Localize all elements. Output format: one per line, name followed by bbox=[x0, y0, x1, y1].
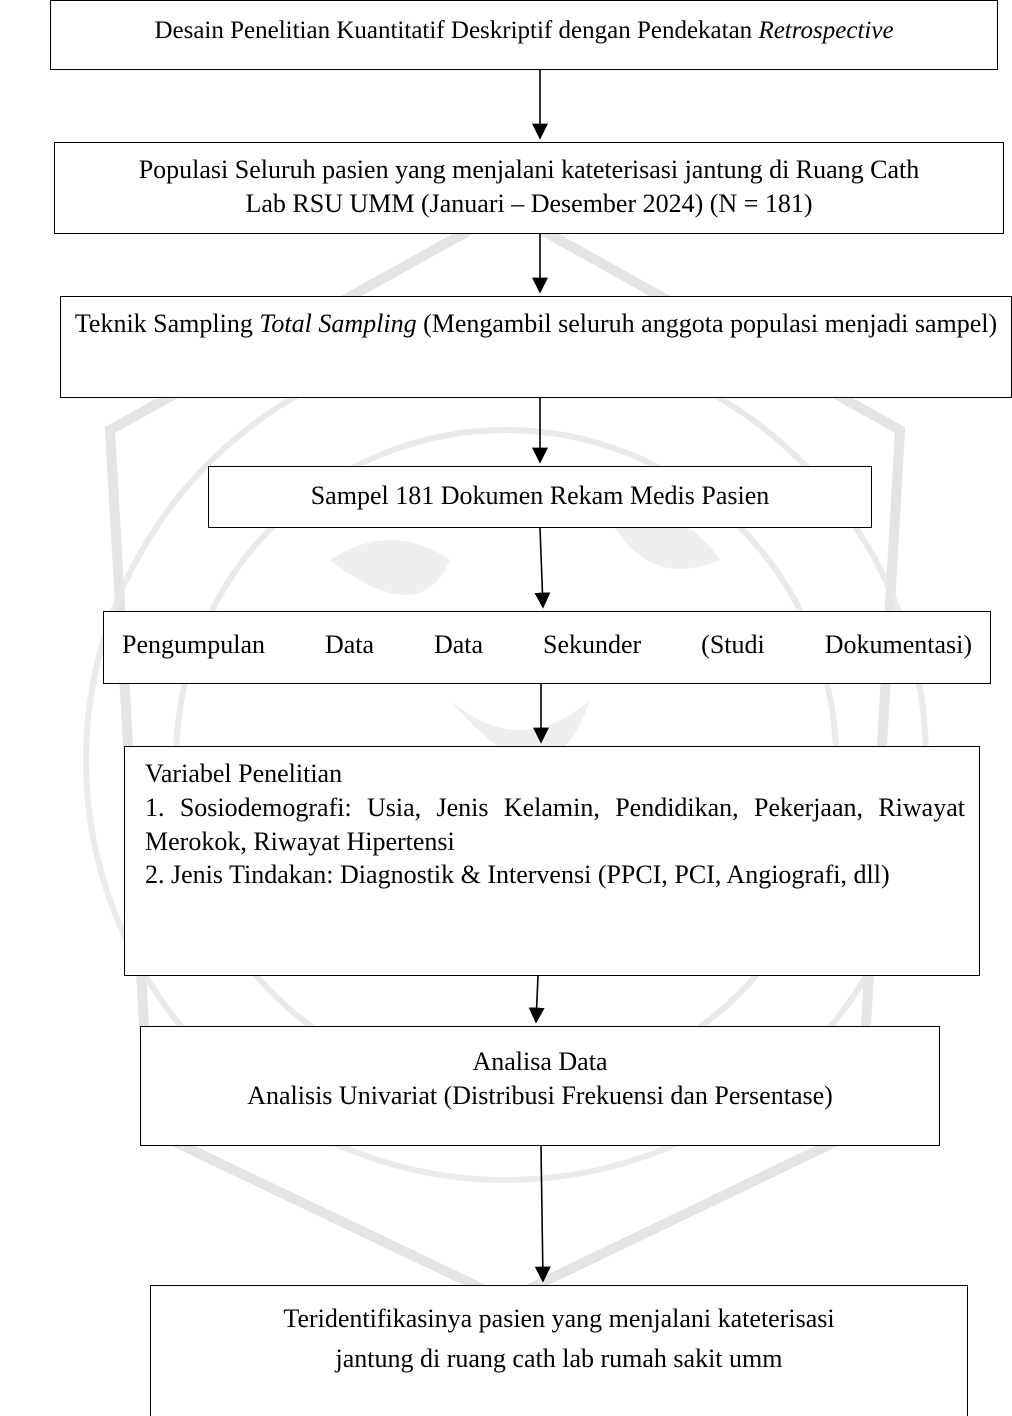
sample-text: Sampel 181 Dokumen Rekam Medis Pasien bbox=[310, 481, 770, 510]
variables-item2: 2. Jenis Tindakan: Diagnostik & Interven… bbox=[145, 860, 890, 890]
arrow-variables-to-analysis bbox=[528, 975, 545, 1024]
population-box: Populasi Seluruh pasien yang menjalani k… bbox=[54, 142, 1004, 234]
sampling-box: Teknik Sampling Total Sampling (Mengambi… bbox=[60, 296, 1012, 398]
arrow-analysis-to-result bbox=[534, 1145, 551, 1283]
design-text: Desain Penelitian Kuantitatif Deskriptif… bbox=[154, 17, 759, 44]
arrow-sample-to-collection bbox=[534, 527, 551, 609]
result-line1: Teridentifikasinya pasien yang menjalani… bbox=[283, 1304, 835, 1333]
sampling-italic: Total Sampling bbox=[259, 309, 417, 338]
variables-item1: 1. Sosiodemografi: Usia, Jenis Kelamin, … bbox=[145, 792, 965, 856]
sample-box: Sampel 181 Dokumen Rekam Medis Pasien bbox=[208, 466, 872, 528]
analysis-line1: Analisa Data bbox=[472, 1047, 608, 1076]
analysis-box: Analisa Data Analisis Univariat (Distrib… bbox=[140, 1026, 940, 1146]
result-box: Teridentifikasinya pasien yang menjalani… bbox=[150, 1285, 968, 1416]
analysis-line2: Analisis Univariat (Distribusi Frekuensi… bbox=[247, 1080, 833, 1110]
population-line2: Lab RSU UMM (Januari – Desember 2024) (N… bbox=[245, 188, 813, 218]
design-italic: Retrospective bbox=[758, 17, 894, 44]
variables-box: Variabel Penelitian 1. Sosiodemografi: U… bbox=[124, 746, 980, 976]
sampling-prefix: Teknik Sampling bbox=[74, 309, 260, 338]
variables-title: Variabel Penelitian bbox=[145, 759, 343, 788]
population-line1: Populasi Seluruh pasien yang menjalani k… bbox=[138, 155, 920, 184]
sampling-suffix: (Mengambil seluruh anggota populasi menj… bbox=[416, 309, 998, 338]
result-line2: jantung di ruang cath lab rumah sakit um… bbox=[335, 1343, 783, 1373]
design-box: Desain Penelitian Kuantitatif Deskriptif… bbox=[50, 0, 998, 70]
collection-box: Pengumpulan Data Data Sekunder (Studi Do… bbox=[103, 611, 991, 684]
collection-text: Pengumpulan Data Data Sekunder (Studi Do… bbox=[122, 630, 972, 659]
